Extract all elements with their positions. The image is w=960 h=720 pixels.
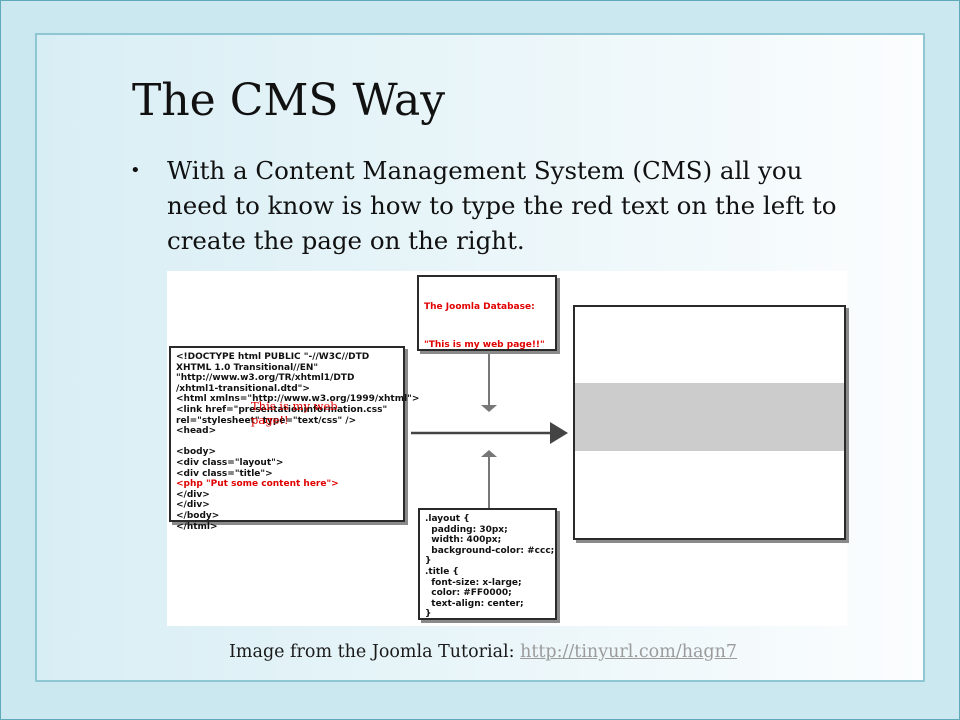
html-code-line [176, 437, 398, 448]
html-code-line: <div class="layout"> [176, 457, 284, 468]
rendered-page-band [575, 383, 844, 451]
diagram-arrows [411, 353, 568, 508]
tutorial-link[interactable]: http://tinyurl.com/hagn7 [520, 642, 738, 662]
html-code-line: <head> [176, 426, 217, 437]
html-code-line: <body> [176, 447, 217, 458]
image-credit: Image from the Joomla Tutorial: http://t… [229, 642, 737, 662]
css-code-line: } [425, 609, 432, 620]
html-code-line: <php "Put some content here"> [176, 479, 339, 490]
css-code-line: background-color: #ccc; [425, 545, 555, 556]
down-arrow-icon [481, 405, 497, 412]
rendered-page-text: This is my web page!! [251, 399, 338, 427]
css-code-box: .layout { padding: 30px; width: 400px; b… [418, 508, 557, 620]
database-box-title: The Joomla Database: [424, 302, 535, 313]
up-arrow-icon [481, 450, 497, 457]
bullet-dot-icon: • [130, 160, 141, 181]
html-code-line: </div> [176, 500, 210, 511]
html-code-line: rel="stylesheet" type="text/css" /> [176, 415, 357, 426]
css-code-line: font-size: x-large; [425, 577, 522, 588]
bullet-item: • With a Content Management System (CMS)… [130, 153, 850, 258]
database-box: The Joomla Database: "This is my web pag… [417, 275, 557, 351]
css-code-line: } [425, 556, 432, 567]
css-code-line: padding: 30px; [425, 524, 508, 535]
html-code-line: </body> [176, 510, 220, 521]
html-code-line: </html> [176, 521, 218, 532]
css-code-line: text-align: center; [425, 598, 524, 609]
rendered-page-box [573, 305, 846, 540]
html-code-line: <!DOCTYPE html PUBLIC "-//W3C//DTD [176, 352, 370, 362]
html-code-line: XHTML 1.0 Transitional//EN" [176, 362, 319, 373]
cms-diagram-image: The Joomla Database: "This is my web pag… [167, 271, 847, 626]
html-code-line: "http://www.w3.org/TR/xhtml1/DTD [176, 373, 355, 384]
right-arrow-icon [550, 422, 568, 444]
image-credit-text: Image from the Joomla Tutorial: [229, 642, 521, 662]
slide-title: The CMS Way [132, 75, 446, 126]
database-box-value: "This is my web page!!" [424, 340, 545, 351]
html-code-line: <div class="title"> [176, 468, 273, 479]
html-code-line: /xhtml1-transitional.dtd"> [176, 383, 310, 394]
bullet-text: With a Content Management System (CMS) a… [167, 156, 837, 255]
css-code-line: width: 400px; [425, 535, 502, 546]
css-code-line: .layout { [425, 514, 470, 524]
html-code-line: <html xmlns="http://www.w3.org/1999/xhtm… [176, 394, 420, 405]
html-code-line: <link href="presentationinformation.css" [176, 404, 388, 415]
css-code-line: color: #FF0000; [425, 588, 512, 599]
css-code-line: .title { [425, 566, 459, 577]
html-code-line: </div> [176, 489, 210, 500]
